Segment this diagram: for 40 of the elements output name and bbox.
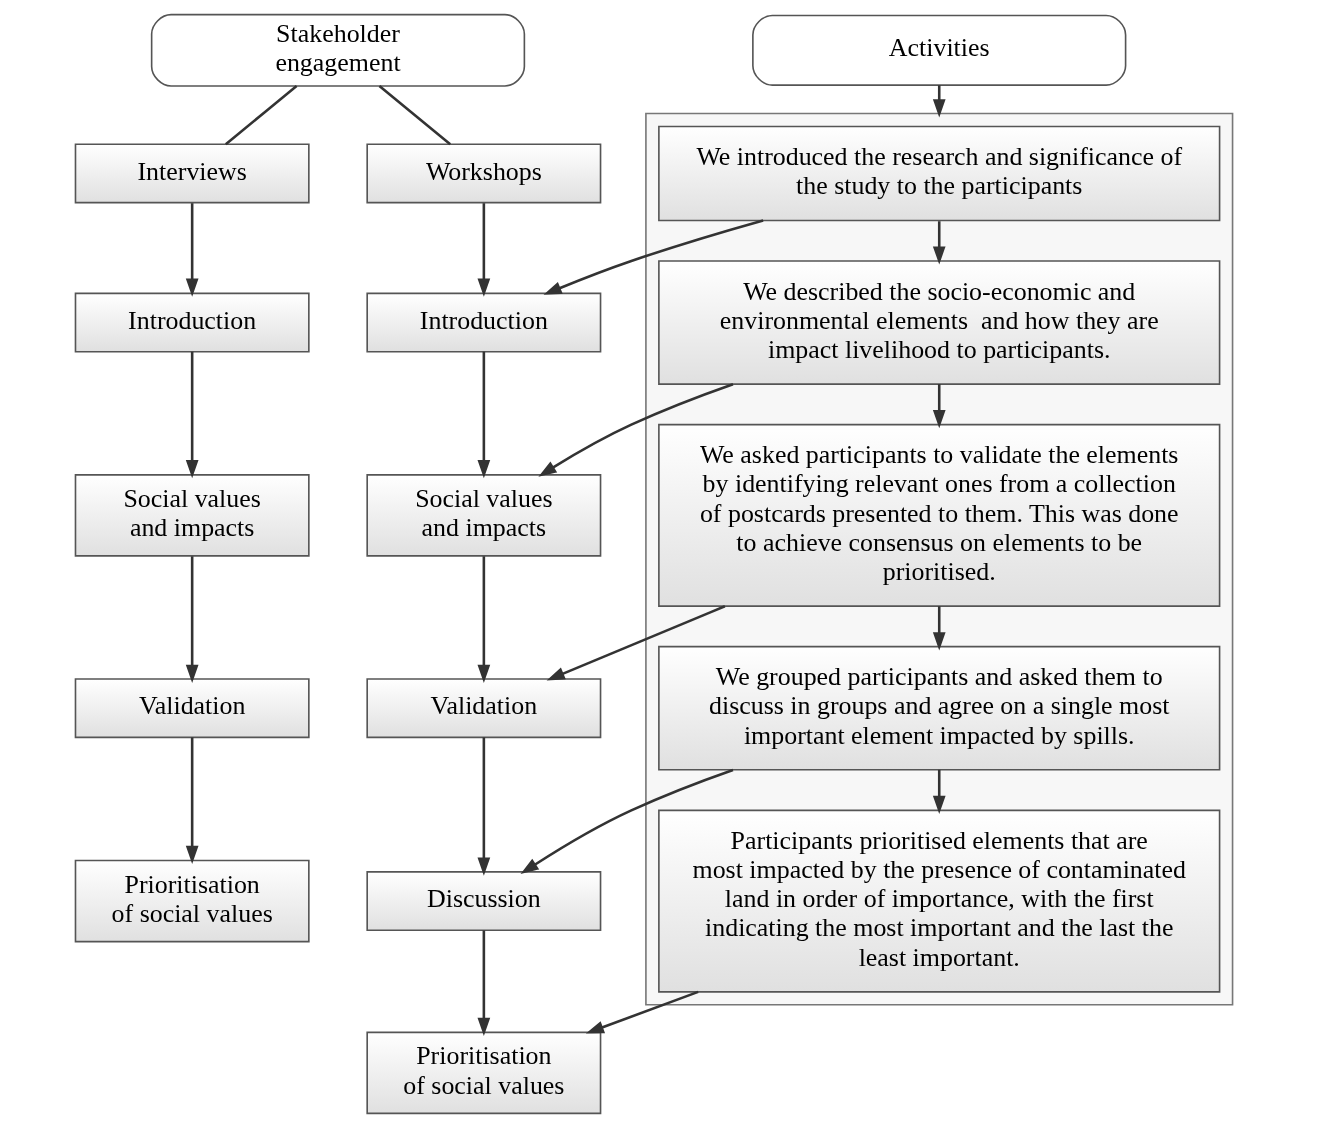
arrow [585, 990, 699, 1034]
node-box: Introduction [74, 292, 310, 353]
connector [224, 84, 297, 146]
arrow [477, 351, 490, 479]
node-box: Introduction [365, 292, 601, 353]
arrow [477, 203, 490, 297]
arrow [185, 737, 199, 864]
node-box: We described the socio-economic and environmental elements and how they are impact livelihood to participants. [657, 260, 1220, 385]
node-box: Validation [365, 678, 601, 739]
node-box: Social values and impacts [74, 474, 310, 557]
arrow [932, 384, 946, 429]
node-box: Participants prioritised elements that are most impacted by the presence of contaminated land in order of importance, with the first indicating the most important and the last the least important. [657, 809, 1220, 993]
node-box: Prioritisation of social values [74, 859, 310, 943]
arrow [477, 737, 490, 876]
node-box: Discussion [365, 871, 601, 932]
node-box: Interviews [74, 143, 310, 204]
connector [378, 84, 451, 146]
arrow [543, 219, 763, 295]
arrow [520, 768, 733, 875]
node-box: Activities [751, 14, 1126, 86]
arrow [185, 351, 199, 479]
arrow [932, 221, 946, 265]
node-box: Prioritisation of social values [365, 1031, 601, 1115]
arrow [537, 383, 733, 477]
arrow [185, 556, 199, 683]
node-box: Workshops [365, 143, 601, 204]
cluster [644, 112, 1233, 1006]
node-box: We grouped participants and asked them to discuss in groups and agree on a single most important element impacted by spills. [657, 645, 1220, 771]
arrow [932, 606, 946, 651]
node-box: Stakeholder engagement [150, 13, 525, 87]
node-box: Social values and impacts [365, 474, 601, 557]
arrow [477, 930, 490, 1036]
arrow [932, 769, 946, 814]
arrow [185, 203, 199, 297]
node-box: We introduced the research and significance of the study to the participants [657, 125, 1220, 222]
node-box: We asked participants to validate the elements by identifying relevant ones from a collection of postcards presented to them. This was done to achieve consensus on elements to be prioritised. [657, 423, 1220, 607]
arrow [932, 85, 946, 118]
arrow [546, 605, 725, 681]
arrow [477, 556, 490, 683]
node-box: Validation [74, 678, 310, 739]
